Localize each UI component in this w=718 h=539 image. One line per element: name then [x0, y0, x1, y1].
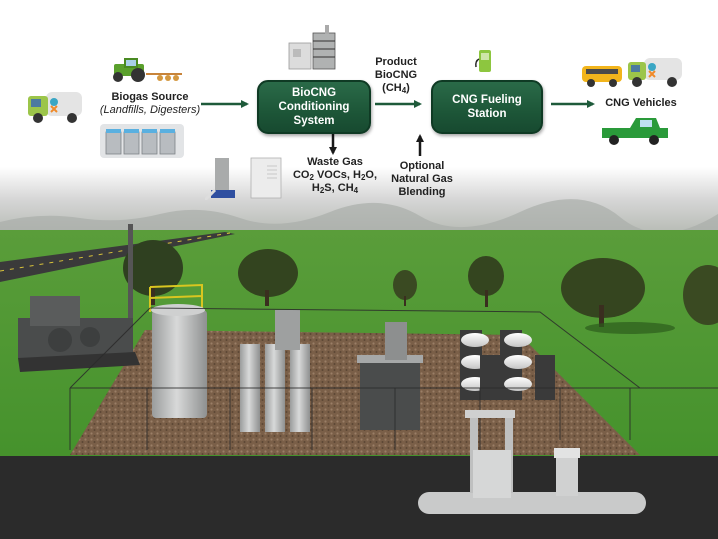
product-biocng-label: Product BioCNG (CH4) [366, 56, 426, 95]
waste-gas-equipment-icon [205, 157, 282, 200]
school-bus-icon [582, 66, 622, 87]
biogas-source-title: Biogas Source [111, 91, 189, 103]
blending-line-2: Natural Gas [391, 173, 453, 185]
fueling-line-2: Station [467, 108, 507, 120]
product-line-2: BioCNG [374, 69, 418, 81]
garbage-truck-icon [28, 92, 82, 123]
conditioning-line-2: Conditioning [278, 101, 350, 113]
cng-vehicles-label: CNG Vehicles [605, 97, 677, 109]
conditioning-line-3: System [293, 115, 335, 127]
pickup-truck-icon [602, 118, 668, 145]
blending-label: Optional Natural Gas Blending [382, 160, 462, 199]
conditioning-equipment-icon [288, 25, 336, 70]
fueling-station-box: CNG Fueling Station [431, 80, 543, 134]
garbage-truck-icon [628, 58, 682, 87]
tractor-icon [113, 58, 182, 82]
conditioning-system-box: BioCNG Conditioning System [257, 80, 371, 134]
biogas-source-subtitle: (Landfills, Digesters) [99, 104, 201, 116]
gas-cylinders-icon [100, 124, 184, 158]
biogas-source-label: Biogas Source (Landfills, Digesters) [90, 91, 210, 117]
waste-gas-line-2: CO2 VOCs, H2O, [292, 169, 378, 182]
waste-gas-label: Waste Gas CO2 VOCs, H2O, H2S, CH4 [285, 156, 385, 195]
conditioning-line-1: BioCNG [291, 87, 337, 99]
blending-line-3: Blending [398, 186, 446, 198]
compressor [18, 296, 140, 372]
storage-tubes [460, 330, 555, 400]
fuel-pump-icon [475, 50, 491, 72]
trees [123, 240, 718, 334]
waste-gas-line-3: H2S, CH4 [311, 182, 359, 195]
waste-gas-title: Waste Gas [307, 156, 363, 168]
product-formula: (CH4) [382, 82, 410, 95]
blending-line-1: Optional [399, 160, 445, 172]
product-line-1: Product [375, 56, 417, 68]
fueling-line-1: CNG Fueling [452, 94, 522, 106]
